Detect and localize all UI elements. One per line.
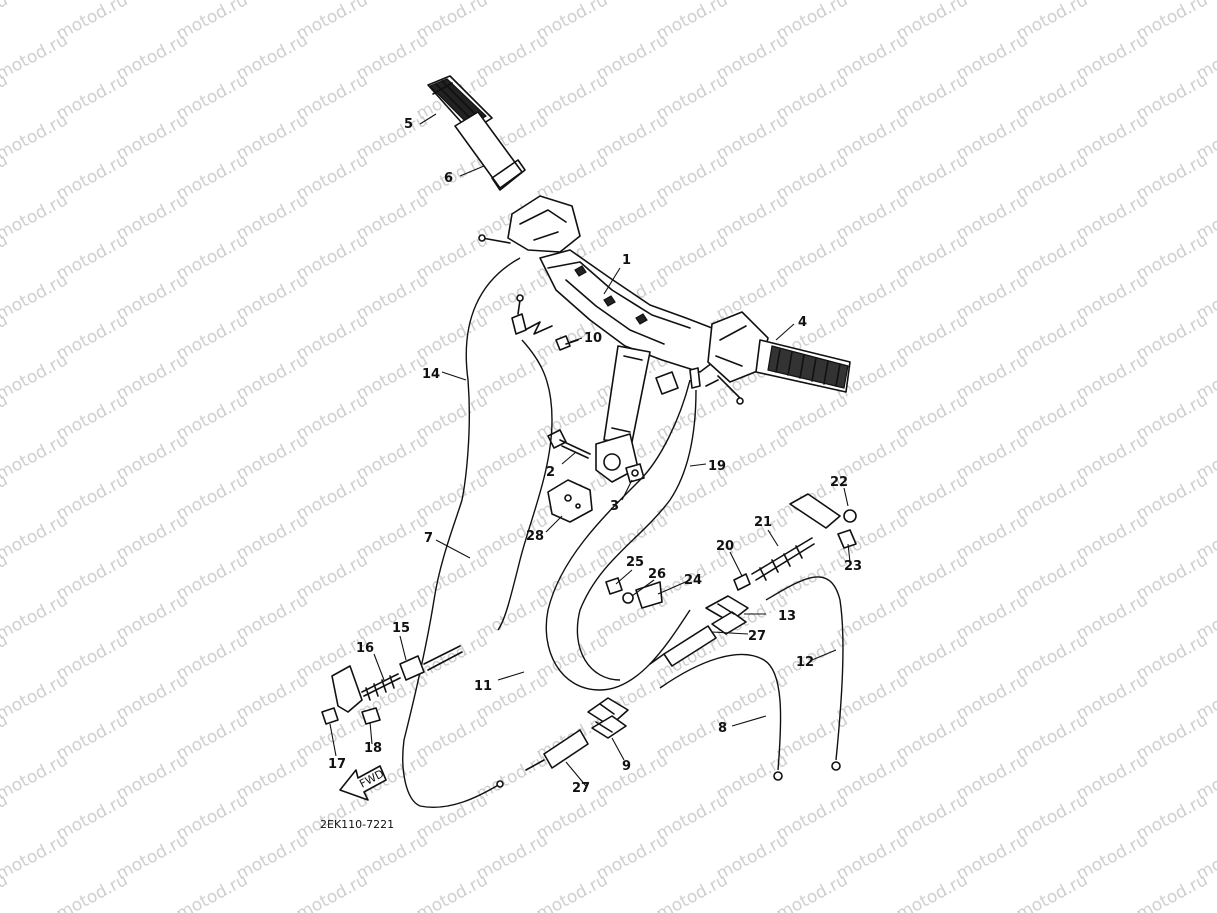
- drawing-code: 2EK110-7221: [320, 818, 394, 831]
- spring-16: [361, 673, 401, 701]
- bolt-2: [547, 429, 591, 459]
- callout-15: 15: [392, 621, 410, 636]
- callout-12: 12: [796, 655, 814, 670]
- callout-2: 2: [546, 465, 555, 480]
- watermark-text: motod.ru: [0, 190, 71, 244]
- callout-1: 1: [622, 253, 631, 268]
- spring-21: [751, 537, 815, 581]
- callout-22: 22: [830, 475, 848, 490]
- watermark-text: motod.ru: [0, 510, 71, 564]
- callout-20: 20: [716, 539, 734, 554]
- watermark-text: motod.ru: [0, 110, 71, 164]
- watermark-text: motod.ru: [413, 870, 491, 913]
- watermark-text: motod.ru: [173, 870, 251, 913]
- watermark-text: motod.ru: [533, 870, 611, 913]
- watermark-text: motod.ru: [0, 270, 71, 324]
- callout-14: 14: [422, 367, 440, 382]
- callout-28: 28: [526, 529, 544, 544]
- sleeve-27-lower: [525, 729, 589, 771]
- callout-7: 7: [424, 531, 433, 546]
- cable-19: [576, 389, 697, 681]
- callout-26: 26: [648, 567, 666, 582]
- callout-27-lower: 27: [572, 781, 590, 796]
- watermark-text: motod.ru: [0, 590, 71, 644]
- right-grip: [755, 339, 851, 393]
- watermark-text: motod.ru: [293, 870, 371, 913]
- cable-12: [765, 576, 844, 761]
- left-switch-housing: [507, 195, 581, 253]
- cable-11: [545, 379, 691, 691]
- junction-13: [705, 595, 749, 635]
- sleeve-27-upper: [649, 625, 717, 667]
- watermark-text: motod.ru: [0, 670, 71, 724]
- callout-18: 18: [364, 741, 382, 756]
- callout-3: 3: [610, 499, 619, 514]
- watermark-text: motod.ru: [0, 350, 71, 404]
- callout-labels: 1 2 3 4 5 6 7 8 9 10 11 12 13 14 15 16 1…: [328, 117, 862, 796]
- watermark-text: motod.ru: [653, 870, 731, 913]
- callout-6: 6: [444, 171, 453, 186]
- watermark-text: motod.ru: [53, 870, 131, 913]
- callout-19: 19: [708, 459, 726, 474]
- callout-10: 10: [584, 331, 602, 346]
- cable-7: [497, 339, 553, 631]
- watermark-text: motod.ru: [773, 870, 851, 913]
- watermark-text: motod.ru: [0, 430, 71, 484]
- callout-8: 8: [718, 721, 727, 736]
- watermark-text: motod.ru: [1133, 870, 1211, 913]
- adjuster-15: [399, 645, 463, 681]
- leader-lines: [329, 113, 851, 787]
- callout-4: 4: [798, 315, 807, 330]
- callout-11: 11: [474, 679, 492, 694]
- watermark-text: motod.ru: [0, 0, 71, 4]
- callout-21: 21: [754, 515, 772, 530]
- cable-14: [402, 257, 521, 808]
- collar-23: [837, 529, 857, 549]
- watermark-text: motod.ru: [0, 30, 71, 84]
- screw-10: [555, 335, 579, 351]
- collar-18: [361, 707, 381, 725]
- callout-5: 5: [404, 117, 413, 132]
- nut-3: [625, 463, 645, 483]
- callout-13: 13: [778, 609, 796, 624]
- callout-9: 9: [622, 759, 631, 774]
- junction-9: [587, 697, 629, 739]
- spring-20: [733, 573, 751, 591]
- watermark-text: motod.ru: [893, 870, 971, 913]
- watermark-text: motod.ru: [1013, 870, 1091, 913]
- watermark-text: motod.ru: [1193, 0, 1217, 4]
- watermark-text: motod.ru: [0, 830, 71, 884]
- callout-24: 24: [684, 573, 702, 588]
- callout-25: 25: [626, 555, 644, 570]
- callout-16: 16: [356, 641, 374, 656]
- watermark-text: motod.ru: [0, 750, 71, 804]
- clamp-28: [547, 479, 593, 523]
- washer-26: [622, 592, 634, 604]
- callout-27-upper: 27: [748, 629, 766, 644]
- callout-23: 23: [844, 559, 862, 574]
- lever-22: [789, 493, 857, 529]
- nut-17: [321, 707, 339, 725]
- callout-17: 17: [328, 757, 346, 772]
- steering-column: [603, 345, 651, 443]
- handlebar-assembly: [427, 75, 851, 483]
- cable-8: [659, 653, 782, 771]
- watermark-text: motod.ru: [0, 0, 11, 44]
